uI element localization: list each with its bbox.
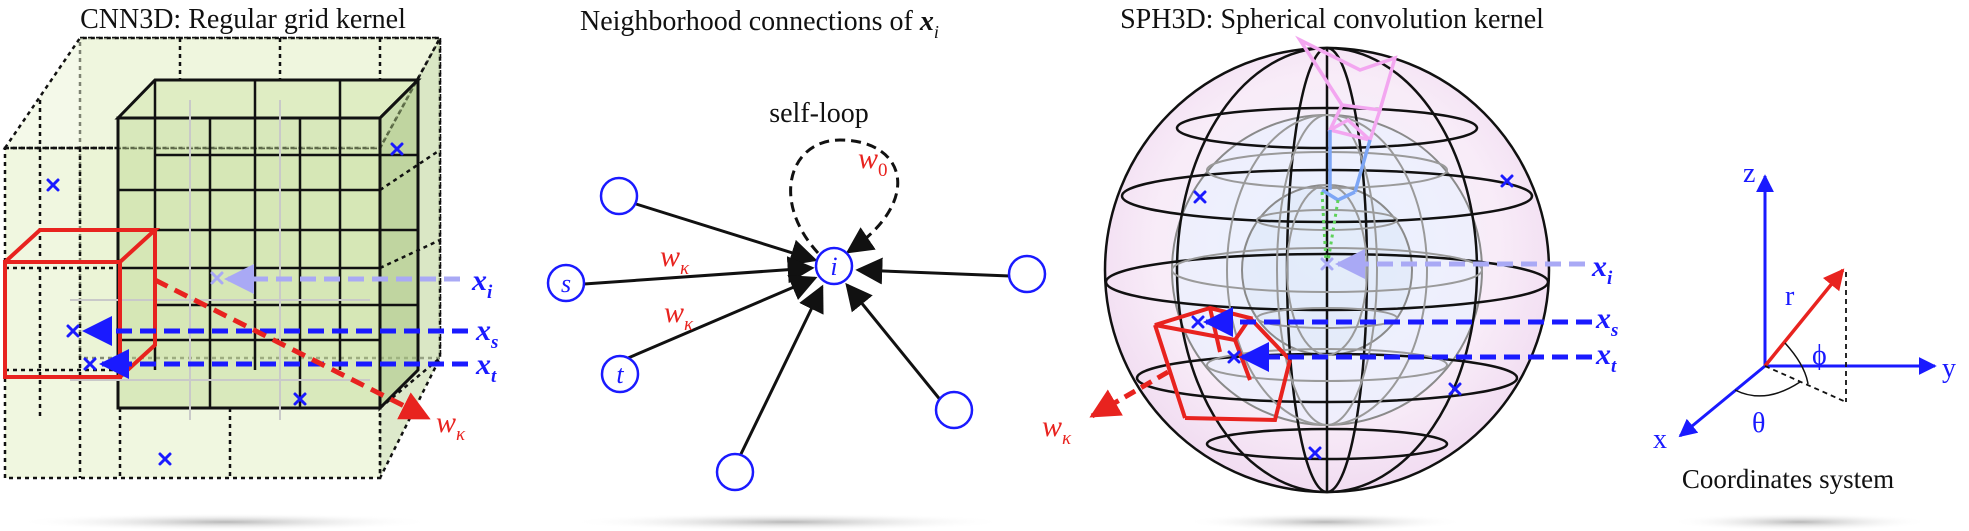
sph3d-title: SPH3D: Spherical convolution kernel <box>1120 4 1544 35</box>
label-phi: ϕ <box>1812 340 1827 371</box>
radius-vector <box>1763 268 1845 368</box>
node-t-label: t <box>616 360 624 389</box>
label-wk-edge1: wκ <box>660 240 690 279</box>
shadow-graph <box>568 513 1008 531</box>
label-xs-sphere: xs <box>1595 302 1618 341</box>
cnn3d-title: CNN3D: Regular grid kernel <box>80 4 406 35</box>
label-axis-x: x <box>1653 424 1667 455</box>
label-wk-edge2: wκ <box>664 296 694 335</box>
grid-cube <box>2 36 443 480</box>
theta-arc <box>1734 381 1801 397</box>
label-xi-grid: xi <box>471 264 493 303</box>
self-loop-arrow <box>789 138 900 255</box>
arrow-wk-sphere <box>1089 369 1170 419</box>
node-s <box>546 263 586 303</box>
coords-caption: Coordinates system <box>1682 464 1894 494</box>
node-circle-icon <box>599 176 639 216</box>
coords-panel: z y x r ϕ θ Coordinates system <box>1653 158 1956 494</box>
sphere <box>1103 46 1551 494</box>
label-theta: θ <box>1752 408 1765 439</box>
node-t <box>600 354 640 394</box>
axis-x <box>1678 364 1766 438</box>
label-wk-grid: wκ <box>436 406 466 445</box>
label-xs-grid: xs <box>475 314 498 353</box>
graph-nodes <box>546 176 1047 492</box>
shadow-coords <box>1670 513 1930 531</box>
cross-marker-icon <box>46 142 404 466</box>
marker-xi-grid <box>210 271 224 285</box>
label-xt-sphere: xt <box>1595 338 1617 377</box>
green-wedge <box>1320 191 1340 263</box>
graph-panel: Neighborhood connections of xi self-loop… <box>546 6 1047 492</box>
node-i <box>814 246 854 286</box>
phi-arc <box>1784 342 1809 385</box>
graph-edges <box>583 202 1011 457</box>
sph3d-panel: SPH3D: Spherical convolution kernel <box>1042 4 1618 494</box>
node-circle-icon <box>1007 254 1047 294</box>
self-loop-label: self-loop <box>769 98 869 129</box>
label-wk-sphere: wκ <box>1042 410 1072 449</box>
marker-xs-grid <box>66 324 97 371</box>
node-i-label: i <box>830 252 837 281</box>
label-axis-y: y <box>1942 353 1956 384</box>
cross-marker-icon <box>1191 174 1514 460</box>
shadow-sph3d <box>1185 513 1465 531</box>
cnn3d-panel: CNN3D: Regular grid kernel <box>2 4 498 480</box>
label-w0: w0 <box>858 142 888 181</box>
node-circle-icon <box>934 390 974 430</box>
marker-xi-sphere <box>1320 257 1334 271</box>
label-r: r <box>1785 281 1795 312</box>
shadow-cnn3d <box>15 513 435 531</box>
label-xt-grid: xt <box>475 348 497 387</box>
graph-title: Neighborhood connections of xi <box>580 6 939 42</box>
label-xi-sphere: xi <box>1591 250 1613 289</box>
node-circle-icon <box>715 452 755 492</box>
projection-lines <box>1764 272 1847 403</box>
pink-wedge <box>1295 35 1398 143</box>
node-s-label: s <box>561 269 571 298</box>
label-axis-z: z <box>1743 158 1755 189</box>
arrow-wk-grid <box>153 277 431 421</box>
